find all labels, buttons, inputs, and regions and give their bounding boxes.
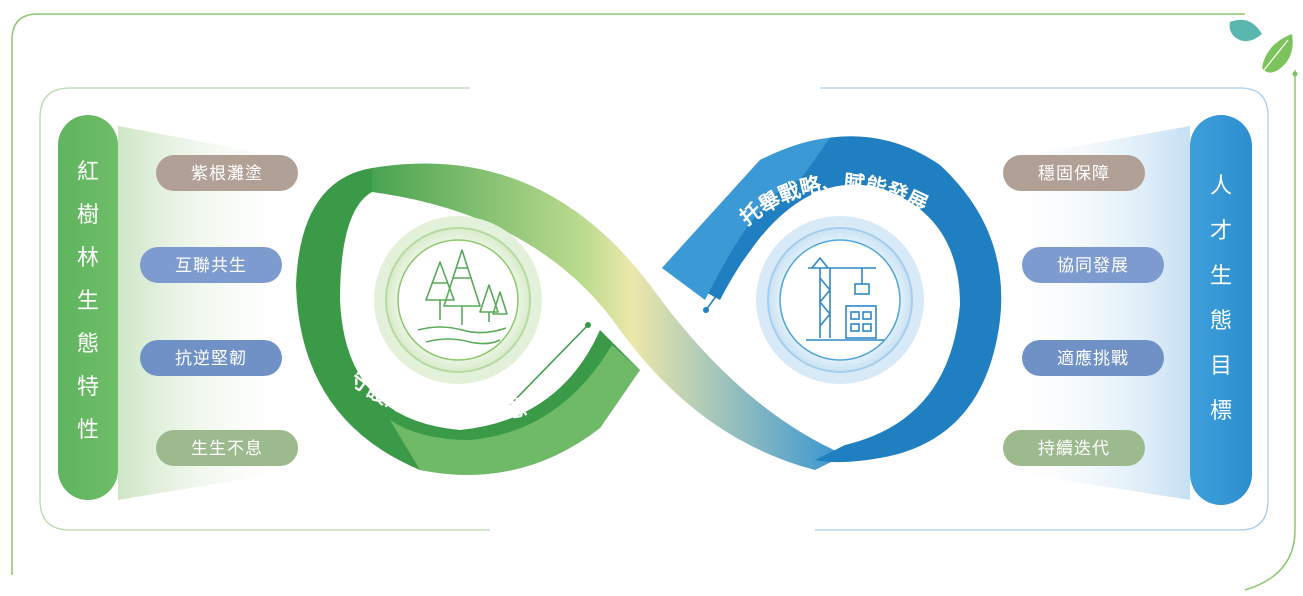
right-pill: 適應挑戰 [1022,340,1164,376]
right-bar-char: 目 [1210,354,1232,379]
right-bar-char: 態 [1210,309,1232,334]
right-fade-panel [1000,126,1190,500]
left-green-band [296,168,640,475]
right-inner-frame [815,87,1269,531]
left-bar-char: 特 [77,375,99,400]
right-bar-char: 生 [1210,264,1232,289]
left-circle [374,216,542,384]
left-bar-char: 紅 [77,160,99,185]
left-green-band-inner [390,345,640,475]
right-pill: 穩固保障 [1003,155,1145,191]
left-pill-label: 生生不息 [191,439,263,459]
left-bar-char: 林 [77,246,99,271]
right-connector-line [705,194,791,311]
mangrove-forest-icon [417,249,508,345]
infinity-symbol [296,136,1002,475]
left-pill: 互聯共生 [140,247,282,283]
left-bar-char: 態 [77,332,99,357]
right-connector-dot [703,307,709,313]
right-pill-label: 穩固保障 [1038,164,1110,184]
right-pill: 協同發展 [1022,247,1164,283]
right-bar-char: 人 [1210,174,1232,199]
crossing-band [372,163,845,470]
right-circle [756,216,924,384]
right-pill-label: 持續迭代 [1038,439,1110,459]
right-bar-char: 才 [1210,219,1232,244]
outer-frame-line-right [1244,70,1296,591]
right-pill: 持續迭代 [1003,430,1145,466]
left-bar-char: 樹 [77,203,99,228]
left-fade-panel [118,126,300,500]
construction-crane-icon [806,256,884,341]
right-pill-label: 協同發展 [1057,256,1129,276]
left-pill-label: 抗逆堅韌 [175,349,247,369]
left-bar-char: 性 [77,418,99,443]
left-pill-label: 互聯共生 [175,256,247,276]
left-pill: 紫根灘塗 [156,155,298,191]
left-pill: 抗逆堅韌 [140,340,282,376]
right-pill-label: 適應挑戰 [1057,348,1129,369]
right-bar-char: 標 [1210,399,1232,424]
left-bar-char: 生 [77,289,99,314]
left-pill-label: 紫根灘塗 [191,163,263,184]
outer-frame-line [11,13,1245,575]
left-connector-line [509,324,589,406]
right-blue-band-outer [662,138,830,300]
left-connector-dot [585,322,591,328]
leaf-icon [1229,19,1298,77]
left-inner-frame [39,87,490,531]
left-pill: 生生不息 [156,430,298,466]
